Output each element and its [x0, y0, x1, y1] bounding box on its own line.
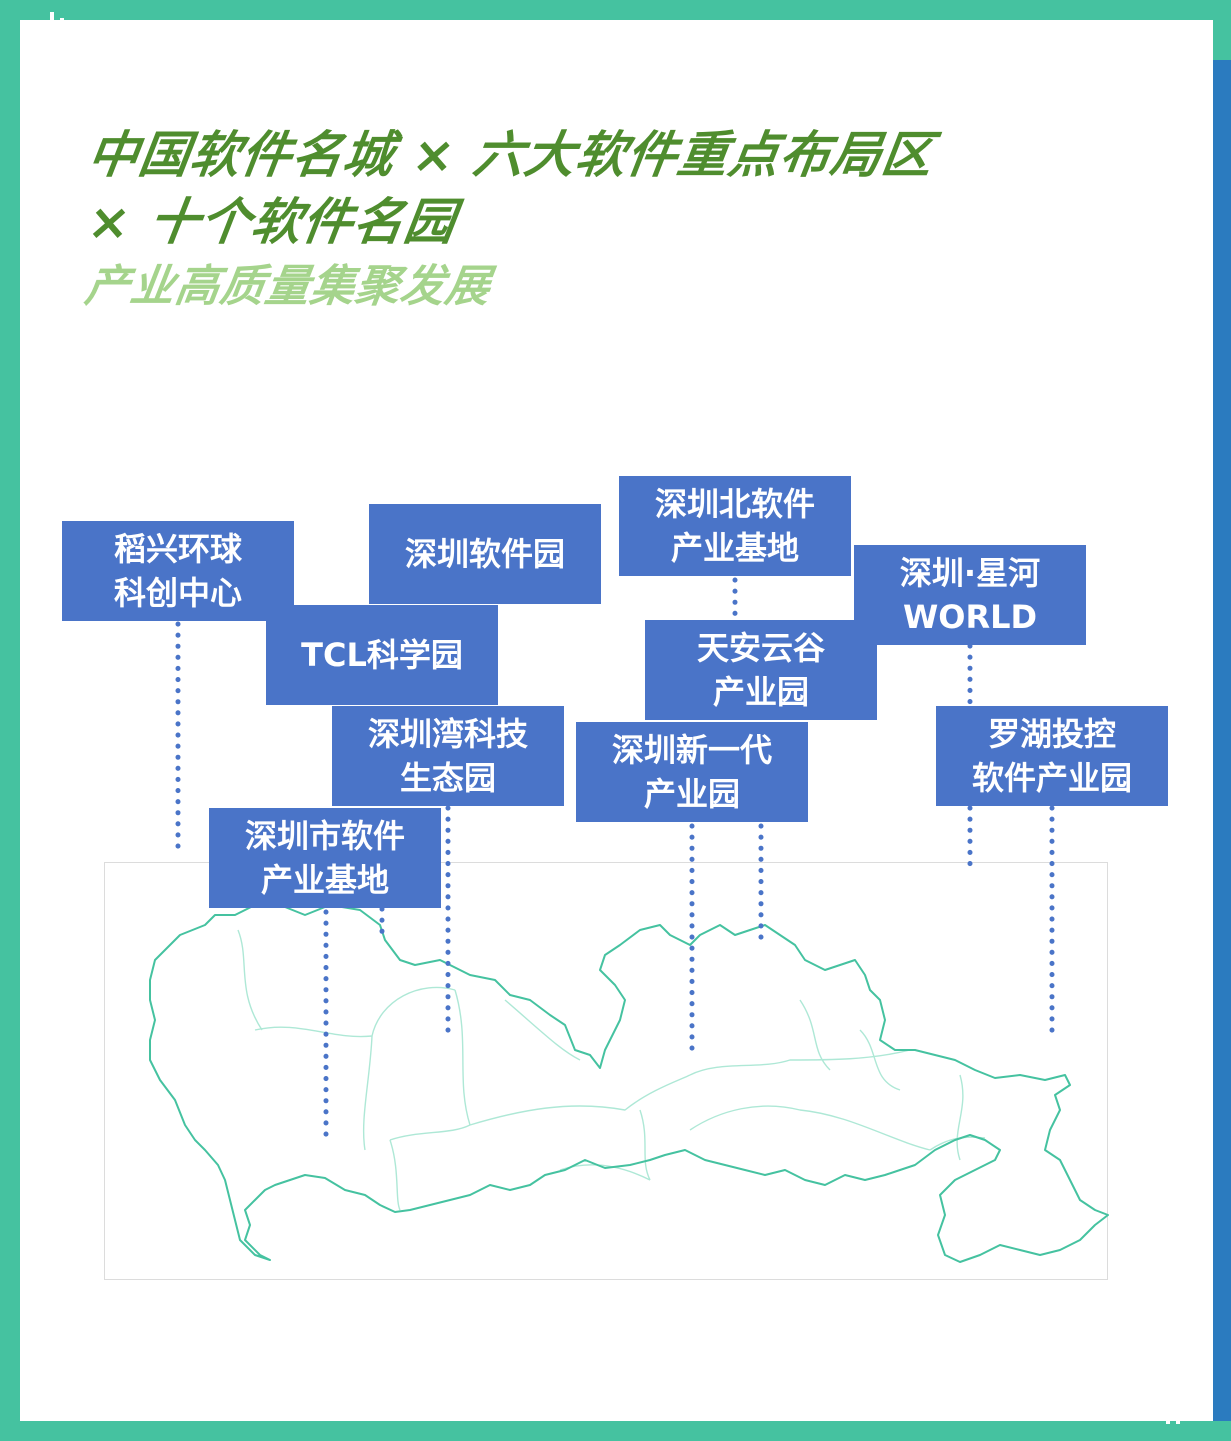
park-name: 深圳软件园 — [404, 535, 565, 573]
park-label-xinghe: 深圳·星河 WORLD — [854, 545, 1086, 645]
park-label-tcl: TCL科学园 — [266, 605, 498, 705]
park-name: 深圳·星河 WORLD — [899, 554, 1041, 636]
district-boundary — [859, 1029, 901, 1091]
frame-right-edge — [1213, 0, 1231, 1441]
frame-right-cap — [1213, 0, 1231, 60]
park-name: TCL科学园 — [301, 636, 463, 674]
park-label-city-software: 深圳市软件 产业基地 — [209, 808, 441, 908]
map-frame — [104, 862, 1108, 1280]
park-name: 深圳湾科技 生态园 — [367, 715, 528, 797]
district-boundary — [362, 1035, 373, 1151]
frame-bottom-edge — [0, 1421, 1231, 1441]
district-boundary — [254, 986, 456, 1038]
district-boundary — [689, 1105, 931, 1151]
frame-left-edge — [0, 0, 20, 1441]
district-boundary — [389, 1124, 471, 1141]
frame-top-edge — [0, 0, 1231, 20]
park-label-bay-tech: 深圳湾科技 生态园 — [332, 706, 564, 806]
district-boundary — [454, 989, 471, 1126]
district-boundaries — [237, 929, 986, 1211]
district-boundary — [799, 999, 831, 1071]
frame-tick-top-left-short — [60, 18, 64, 26]
park-name: 深圳北软件 产业基地 — [654, 485, 815, 567]
park-name: 稻兴环球 科创中心 — [113, 530, 242, 612]
leader-lines — [175, 577, 1055, 1141]
park-name: 罗湖投控 软件产业园 — [971, 715, 1132, 797]
park-name: 深圳新一代 产业园 — [611, 731, 772, 813]
park-label-north-software: 深圳北软件 产业基地 — [619, 476, 851, 576]
district-boundary — [689, 1049, 911, 1076]
park-label-new-gen: 深圳新一代 产业园 — [576, 722, 808, 822]
frame-tick-bottom-right-short — [1166, 1416, 1170, 1424]
park-label-tianan: 天安云谷 产业园 — [645, 620, 877, 720]
park-label-luohu: 罗湖投控 软件产业园 — [936, 706, 1168, 806]
park-name: 天安云谷 产业园 — [696, 629, 825, 711]
district-boundary — [504, 999, 581, 1061]
park-label-shenzhen-software: 深圳软件园 — [369, 504, 601, 604]
district-boundary — [237, 929, 263, 1031]
district-boundary — [639, 1109, 651, 1181]
park-name: 深圳市软件 产业基地 — [244, 817, 405, 899]
city-outline — [149, 904, 1109, 1263]
frame-tick-bottom-right — [1176, 1412, 1180, 1424]
district-boundary — [389, 1139, 401, 1211]
park-label-daoxing: 稻兴环球 科创中心 — [62, 521, 294, 621]
frame-tick-top-left — [50, 12, 54, 26]
district-boundary — [469, 1074, 691, 1126]
district-boundary — [956, 1074, 964, 1161]
